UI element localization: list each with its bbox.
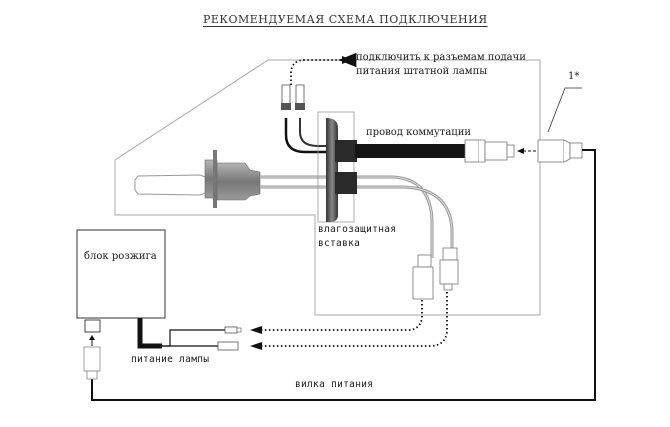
label-connect-stock-line1: подключить к разъемам подачи — [356, 52, 526, 63]
stock-wire-1 — [284, 118, 330, 154]
lamp-power-wire-1 — [162, 329, 225, 347]
diagram-title: РЕКОМЕНДУЕМАЯ СХЕМА ПОДКЛЮЧЕНИЯ — [203, 13, 488, 26]
label-waterproof-line2: вставка — [318, 238, 361, 249]
ignition-output-cable — [137, 318, 162, 349]
label-switch-wire: провод коммутации — [366, 127, 472, 138]
switch-wire-connector — [464, 139, 480, 163]
lamp-connector-2-top — [442, 247, 458, 261]
lamp-connector-2 — [439, 259, 459, 285]
headlight-outline — [114, 59, 541, 316]
waterproof-insert-body — [326, 118, 338, 222]
label-waterproof-line1: влагозащитная — [318, 224, 397, 235]
waterproof-insert-frame — [317, 111, 355, 223]
ignition-unit-box — [76, 229, 166, 319]
lamp-bulb-glass — [134, 174, 209, 196]
label-connect-stock-line2: питания штатной лампы — [356, 66, 488, 77]
label-lamp-power: питание лампы — [131, 354, 210, 365]
lamp-power-plug-1 — [224, 326, 238, 334]
dotted-arrow-stock — [290, 52, 357, 85]
power-plug — [83, 346, 101, 372]
dotted-arrow-lamp-1 — [262, 300, 423, 331]
stock-connector-1 — [281, 84, 291, 106]
lamp-base — [216, 162, 261, 201]
stock-wire-2 — [299, 118, 330, 147]
insert-port-upper — [335, 140, 357, 162]
lamp-power-plug-2 — [217, 341, 239, 351]
power-connector-1star — [537, 139, 565, 163]
switch-wire — [355, 144, 465, 158]
note-leader-line — [547, 87, 582, 133]
dotted-arrow-lamp-2 — [262, 292, 448, 347]
lamp-connector-1 — [412, 266, 434, 300]
lamp-flange-ring — [213, 150, 217, 208]
stock-connector-2 — [295, 84, 305, 106]
lamp-connector-1-top — [417, 254, 432, 268]
label-ignition-unit: блок розжига — [84, 251, 157, 262]
label-power-plug: вилка питания — [295, 379, 374, 390]
label-note-marker: 1* — [568, 71, 580, 82]
ignition-input-socket — [84, 319, 101, 333]
power-plug-wire — [91, 149, 596, 401]
insert-port-lower — [335, 172, 357, 194]
